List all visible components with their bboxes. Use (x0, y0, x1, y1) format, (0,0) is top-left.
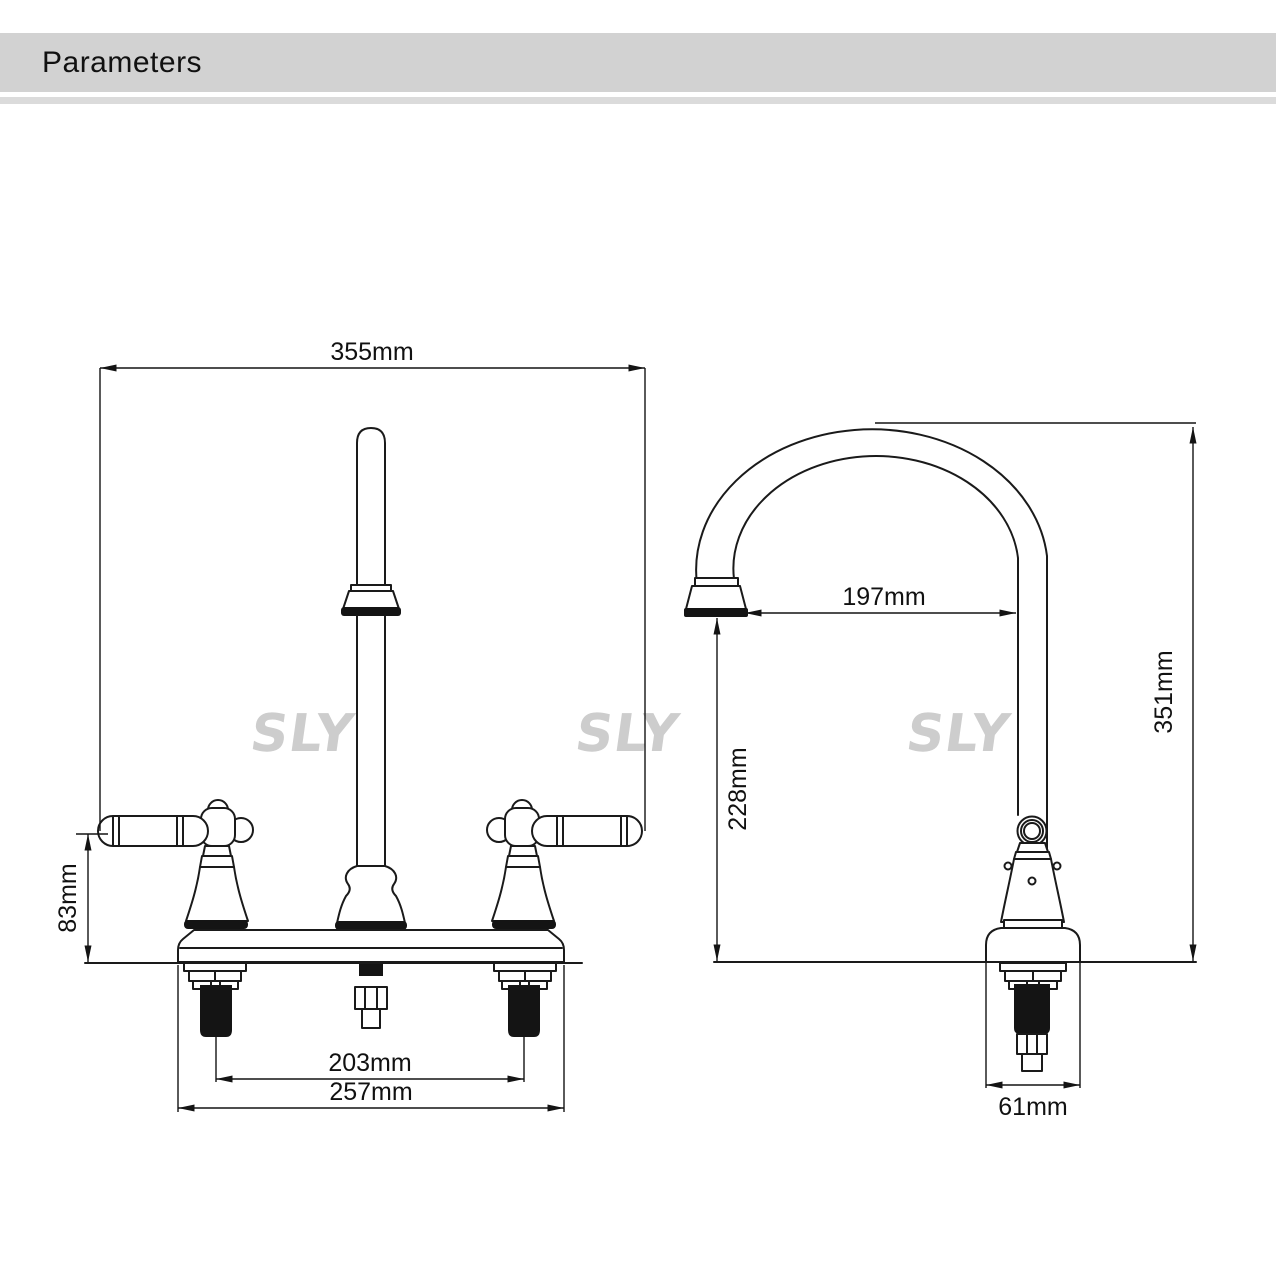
hex-nut (354, 986, 388, 1010)
threaded-shank (200, 985, 232, 1037)
side-body (985, 815, 1081, 963)
front-dimensions: 355mm 83mm 203mm 257mm (54, 338, 646, 1112)
dim-label-spout-clearance: 228mm (724, 747, 752, 830)
body-base-ring (1003, 919, 1063, 929)
center-outlet (354, 964, 388, 1029)
side-mounting-shank (999, 962, 1067, 1072)
swivel-clevis (1016, 842, 1049, 853)
front-view: 355mm 83mm 203mm 257mm (54, 338, 646, 1112)
spout-collar (342, 590, 400, 610)
body-ear (1003, 861, 1013, 871)
header-divider (0, 97, 1276, 104)
center-stub (359, 964, 383, 976)
handle-neck (202, 845, 232, 857)
front-handle-left (97, 799, 254, 929)
body-screw (1027, 876, 1037, 886)
hex-nut (1016, 1033, 1048, 1055)
watermark-logo: SLY (903, 704, 1015, 764)
spout-tip-ring (694, 577, 739, 587)
spout-base-joint (336, 865, 406, 924)
dim-label-hole-spacing: 203mm (328, 1049, 411, 1077)
page-title: Parameters (42, 45, 203, 79)
handle-neck (199, 855, 235, 868)
swivel-ring-inner (1023, 822, 1041, 840)
handle-lever (97, 815, 209, 847)
watermark-logos: SLY SLY SLY (247, 704, 1015, 764)
dome-base (985, 927, 1081, 963)
dim-label-overall-height: 351mm (1150, 650, 1178, 733)
spout-collar-band (341, 607, 401, 616)
side-dimensions: 197mm 228mm 351mm 61mm (713, 422, 1197, 1121)
outlet-stub (361, 1008, 381, 1029)
watermark-logo: SLY (247, 704, 359, 764)
outlet-stub (1021, 1053, 1043, 1072)
swivel-band (1013, 851, 1052, 860)
dim-label-handle-height: 83mm (54, 863, 82, 932)
gooseneck-inner (732, 455, 1019, 816)
body-cone (1000, 858, 1065, 923)
deck-plate (177, 929, 565, 963)
gooseneck-outer (695, 428, 1048, 929)
watermark-logo: SLY (572, 704, 684, 764)
mounting-shank-right (493, 962, 557, 1038)
threaded-shank (1014, 984, 1050, 1034)
shank-washer (999, 962, 1067, 972)
dim-label-spout-reach: 197mm (842, 583, 925, 611)
dim-label-deck-width: 257mm (329, 1078, 412, 1106)
dim-label-overall-width: 355mm (330, 338, 413, 366)
spout-tip-cone (685, 585, 747, 610)
page-header: Parameters (0, 33, 1276, 92)
shank-washer (183, 962, 247, 972)
dim-label-base-width: 61mm (998, 1093, 1067, 1121)
side-gooseneck-spout (684, 428, 1048, 929)
spout-tube-upper (356, 427, 386, 586)
body-ear (1052, 861, 1062, 871)
handle-base-band (184, 920, 248, 929)
spout-base-band (335, 921, 407, 930)
front-spout (335, 427, 407, 930)
handle-bonnet (185, 866, 249, 922)
side-view: 197mm 228mm 351mm 61mm (684, 422, 1197, 1121)
spout-tip-band (684, 608, 748, 617)
front-handle-right (486, 799, 643, 930)
mounting-shank-left (183, 962, 247, 1037)
